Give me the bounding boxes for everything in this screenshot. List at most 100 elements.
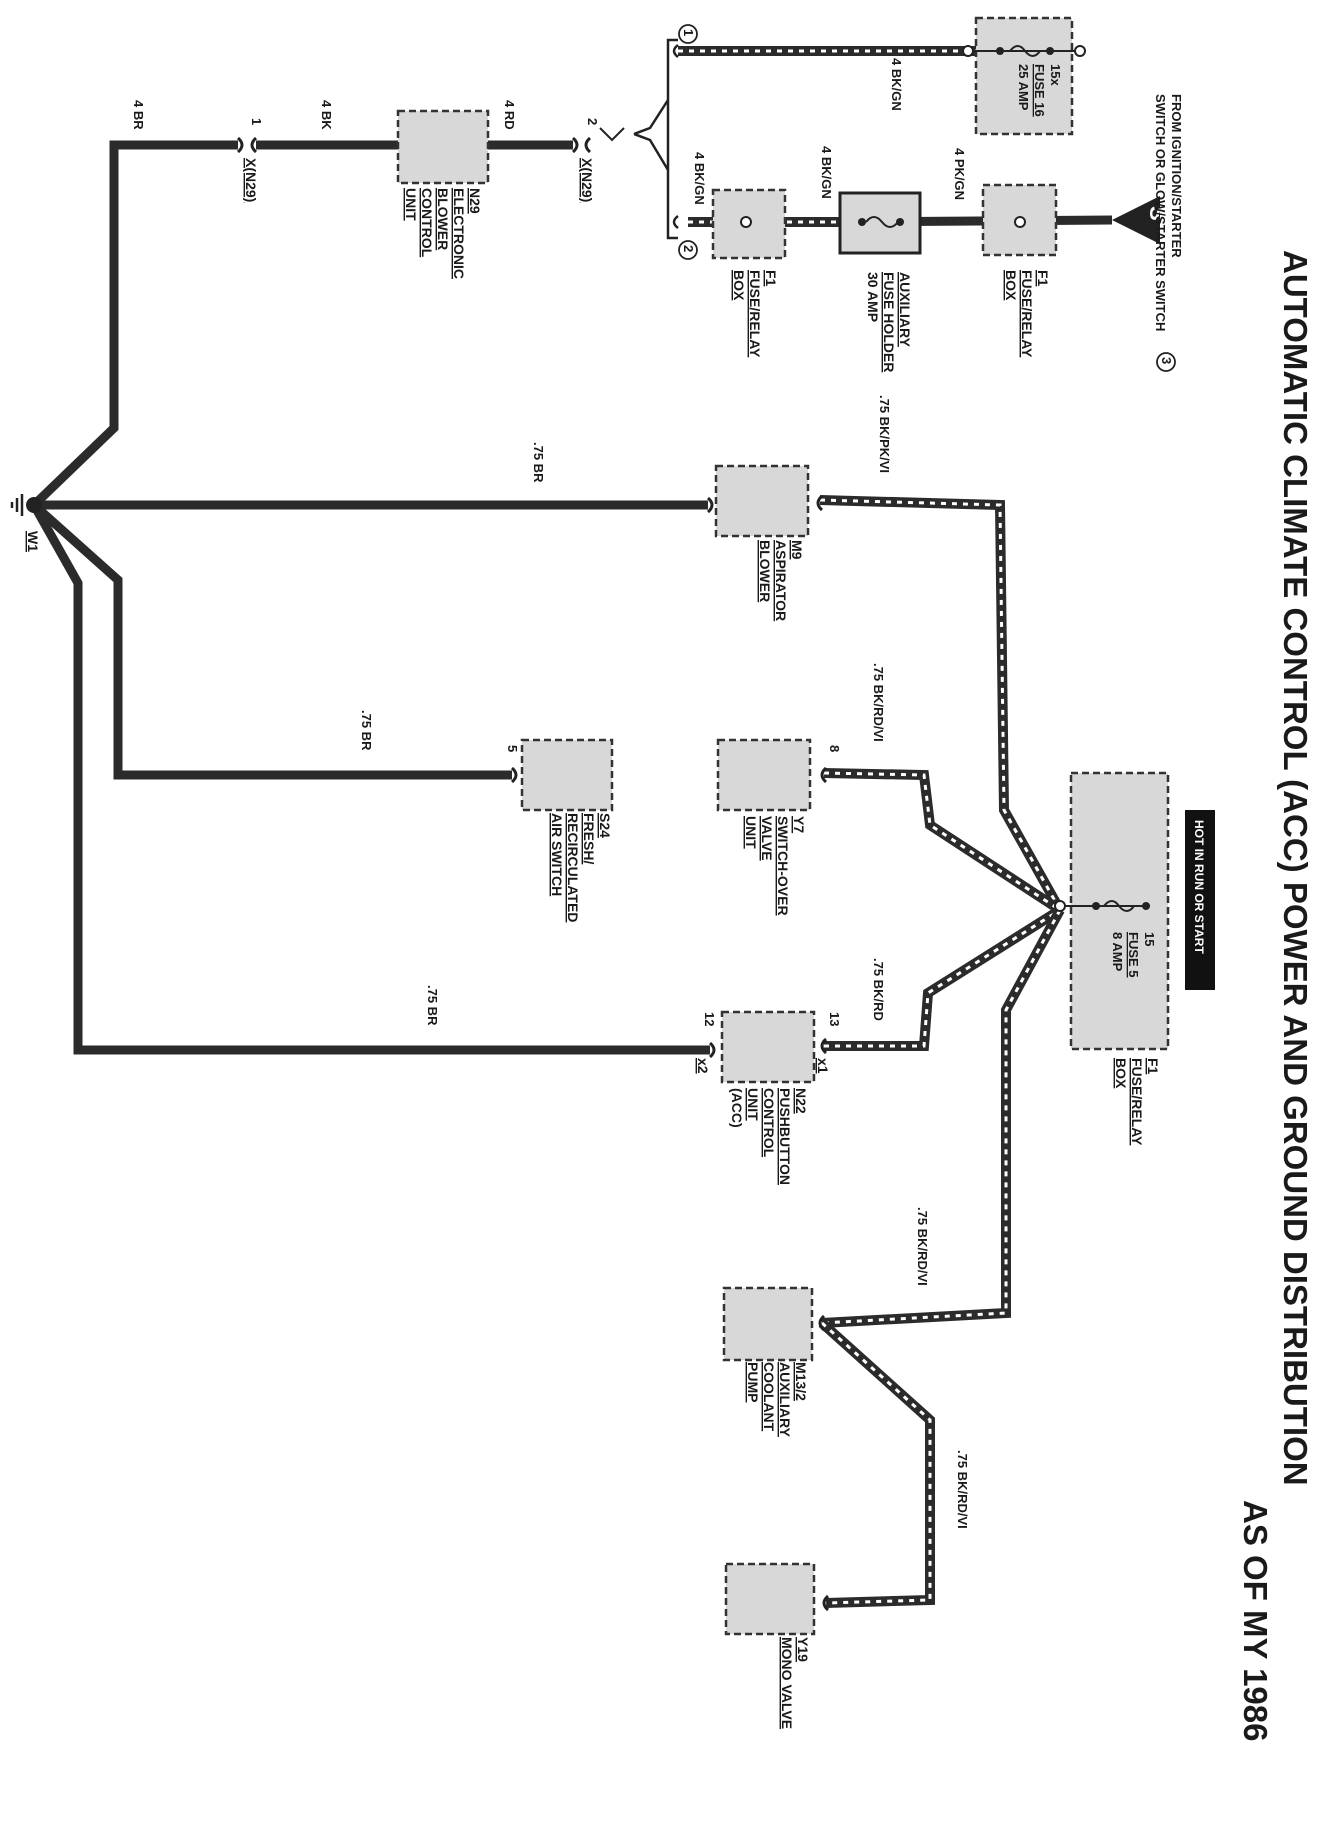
svg-text:UNIT: UNIT bbox=[743, 816, 759, 849]
label-f1-mid: F1 FUSE/RELAY BOX bbox=[731, 270, 779, 358]
striped-wire-75bkpkvi bbox=[819, 495, 1065, 913]
svg-text:RECIRCULATED: RECIRCULATED bbox=[565, 813, 581, 922]
svg-text:15x: 15x bbox=[1048, 64, 1063, 86]
svg-text:SWITCH OR GLOW/STARTER SWITCH: SWITCH OR GLOW/STARTER SWITCH bbox=[1153, 94, 1168, 331]
svg-text:FUSE/RELAY: FUSE/RELAY bbox=[1129, 1058, 1145, 1146]
wire-label-75bkrd: .75 BK/RD bbox=[871, 958, 886, 1021]
label-n29: N29 ELECTRONIC BLOWER CONTROL UNIT bbox=[403, 188, 483, 279]
connector-xn29-2 bbox=[571, 127, 625, 154]
svg-text:Y19: Y19 bbox=[795, 1637, 811, 1662]
wire-4br bbox=[30, 140, 238, 509]
pin-s24: 5 bbox=[505, 745, 520, 752]
svg-text:MONO VALVE: MONO VALVE bbox=[779, 1637, 795, 1729]
svg-text:F1: F1 bbox=[763, 270, 779, 287]
svg-text:M9: M9 bbox=[789, 540, 805, 560]
svg-text:FUSE 16: FUSE 16 bbox=[1032, 64, 1047, 117]
s-source-symbol: S bbox=[1112, 196, 1170, 244]
label-s24: S24 FRESH/ RECIRCULATED AIR SWITCH bbox=[549, 813, 613, 922]
pin-n22-x1: x1 bbox=[815, 1058, 831, 1074]
connector-xn29-1 bbox=[236, 136, 258, 154]
svg-text:2: 2 bbox=[681, 245, 696, 252]
label-f1-right: F1 FUSE/RELAY BOX bbox=[1113, 1058, 1161, 1146]
svg-text:PUMP: PUMP bbox=[745, 1362, 761, 1402]
wire-label-75br-n22: .75 BR bbox=[425, 985, 440, 1026]
svg-text:15: 15 bbox=[1142, 932, 1157, 946]
label-y7: Y7 SWITCH-OVER VALVE UNIT bbox=[743, 816, 807, 916]
svg-text:S: S bbox=[1145, 206, 1170, 221]
wire-label-4br: 4 BR bbox=[131, 100, 146, 130]
svg-text:UNIT: UNIT bbox=[403, 188, 419, 221]
pin-y7: 8 bbox=[827, 745, 842, 752]
svg-text:FUSE HOLDER: FUSE HOLDER bbox=[881, 272, 897, 372]
svg-text:S24: S24 bbox=[597, 813, 613, 838]
wire-label-75br-s24: .75 BR bbox=[359, 710, 374, 751]
label-m9: M9 ASPIRATOR BLOWER bbox=[757, 540, 805, 621]
xn29-1-label: X(N29) bbox=[243, 158, 259, 202]
s24-box bbox=[510, 738, 614, 812]
xn29-1-pin: 1 bbox=[249, 118, 264, 125]
striped-wire-75bkrdvi-y19 bbox=[818, 1319, 935, 1608]
wire-label-4bkgn-top: 4 BK/GN bbox=[889, 58, 904, 111]
fuse16-box: 15x FUSE 16 25 AMP bbox=[962, 16, 1086, 136]
w1-ground bbox=[10, 494, 42, 516]
label-n22: N22 PUSHBUTTON CONTROL UNIT (ACC) bbox=[729, 1088, 809, 1185]
label-f1-top: F1 FUSE/RELAY BOX bbox=[1003, 270, 1051, 358]
m9-box bbox=[706, 464, 824, 538]
svg-text:N29: N29 bbox=[467, 188, 483, 214]
striped-wire-75bkrd bbox=[824, 905, 1063, 1051]
svg-text:CONTROL: CONTROL bbox=[419, 188, 435, 258]
svg-text:1: 1 bbox=[681, 29, 696, 36]
xn29-2-label: X(N29) bbox=[579, 158, 595, 202]
striped-wire-75bkrdvi-y7 bbox=[823, 768, 1063, 915]
fuse16-text: 15x FUSE 16 25 AMP bbox=[1016, 64, 1063, 117]
svg-text:30 AMP: 30 AMP bbox=[865, 272, 881, 322]
svg-text:CONTROL: CONTROL bbox=[761, 1088, 777, 1158]
wire-label-75bkpkvi: .75 BK/PK/VI bbox=[877, 395, 892, 473]
svg-text:3: 3 bbox=[1159, 357, 1174, 364]
svg-text:(ACC): (ACC) bbox=[729, 1088, 745, 1128]
wire-label-75br-m9: .75 BR bbox=[531, 442, 546, 483]
label-aux-fuse: AUXILIARY FUSE HOLDER 30 AMP bbox=[865, 272, 913, 372]
wire-label-75bkrdvi-m13: .75 BK/RD/VI bbox=[915, 1207, 930, 1286]
label-m13-2: M13/2 AUXILIARY COOLANT PUMP bbox=[745, 1362, 809, 1438]
svg-text:AUXILIARY: AUXILIARY bbox=[897, 272, 913, 348]
svg-text:UNIT: UNIT bbox=[745, 1088, 761, 1121]
svg-text:VALVE: VALVE bbox=[759, 816, 775, 861]
svg-text:COOLANT: COOLANT bbox=[761, 1362, 777, 1432]
svg-text:BLOWER: BLOWER bbox=[757, 540, 773, 602]
svg-text:FUSE 5: FUSE 5 bbox=[1126, 932, 1141, 978]
svg-text:FUSE/RELAY: FUSE/RELAY bbox=[1019, 270, 1035, 358]
svg-text:BOX: BOX bbox=[731, 270, 747, 301]
svg-text:PUSHBUTTON: PUSHBUTTON bbox=[777, 1088, 793, 1185]
wire-label-4rd: 4 RD bbox=[502, 100, 517, 130]
xn29-2-pin: 2 bbox=[585, 118, 600, 125]
svg-text:AUXILIARY: AUXILIARY bbox=[777, 1362, 793, 1438]
f1-top-box bbox=[981, 183, 1058, 257]
svg-text:BOX: BOX bbox=[1003, 270, 1019, 301]
svg-text:AIR SWITCH: AIR SWITCH bbox=[549, 813, 565, 896]
svg-text:FRESH/: FRESH/ bbox=[581, 813, 597, 864]
striped-wire-75bkrdvi-m13 bbox=[821, 907, 1065, 1328]
title-line2: AS OF MY 1986 bbox=[1237, 1500, 1274, 1742]
y19-box bbox=[724, 1562, 830, 1636]
y7-box bbox=[716, 738, 828, 812]
svg-text:FUSE/RELAY: FUSE/RELAY bbox=[747, 270, 763, 358]
svg-text:M13/2: M13/2 bbox=[793, 1362, 809, 1401]
wire-75br-s24 bbox=[31, 501, 512, 780]
n22-box bbox=[708, 1010, 828, 1084]
wire-label-4pkgn: 4 PK/GN bbox=[952, 148, 967, 200]
pin-n22-x2: x2 bbox=[695, 1058, 711, 1074]
wire-label-4bk: 4 BK bbox=[319, 100, 334, 130]
svg-text:25 AMP: 25 AMP bbox=[1016, 64, 1031, 111]
hot-in-run-label: HOT IN RUN OR START bbox=[1185, 810, 1215, 990]
m13-2-box bbox=[722, 1286, 826, 1362]
svg-text:ELECTRONIC: ELECTRONIC bbox=[451, 188, 467, 279]
svg-text:BOX: BOX bbox=[1113, 1058, 1129, 1089]
svg-text:BLOWER: BLOWER bbox=[435, 188, 451, 250]
wire-label-4bkgn-mid2: 4 BK/GN bbox=[819, 146, 834, 199]
aux-fuse-holder bbox=[838, 191, 922, 255]
connector-bracket: 1 2 bbox=[633, 24, 698, 260]
wire-label-4bkgn-mid1: 4 BK/GN bbox=[692, 152, 707, 205]
svg-text:8 AMP: 8 AMP bbox=[1110, 932, 1125, 972]
